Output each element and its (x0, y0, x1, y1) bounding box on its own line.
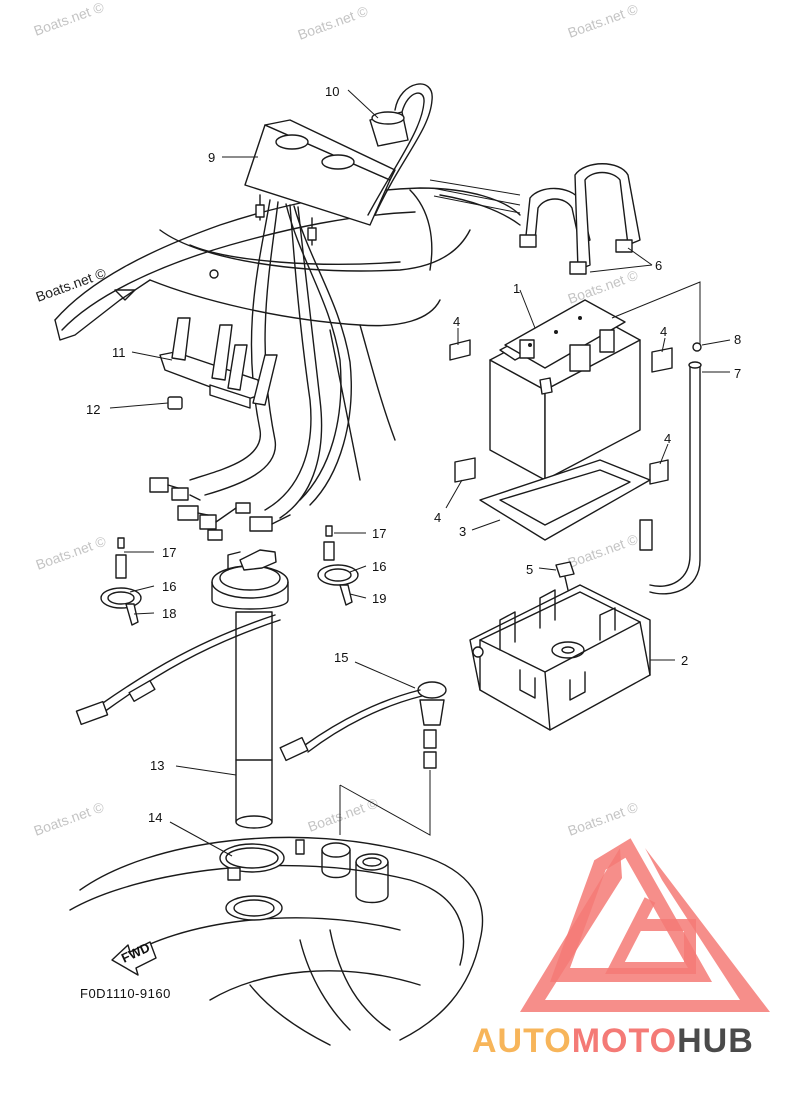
battery-mat (479, 459, 651, 541)
callout-13: 14 (148, 810, 162, 825)
watermark: Boats.net © (296, 2, 371, 42)
callout-4: 4 (453, 314, 460, 329)
deck-outline (54, 179, 521, 481)
brand-auto: AUTO (472, 1022, 572, 1060)
watermark: Boats.net © (566, 530, 641, 570)
callout-17: 17 (162, 545, 176, 560)
svg-text:AUTOMOTOHUB: AUTOMOTOHUB (472, 1022, 754, 1060)
callout-8: 8 (734, 332, 741, 347)
automotohub-logo: AUTOMOTOHUB (472, 838, 770, 1060)
callout-12: 13 (150, 758, 164, 773)
band-clamp (219, 843, 285, 873)
clamp-right (317, 525, 359, 606)
watermark: Boats.net © (306, 794, 381, 834)
sensor (279, 681, 447, 836)
leader-lines (109, 89, 731, 857)
callout-7: 7 (734, 366, 741, 381)
clamp-left (100, 537, 142, 626)
fuel-sender (75, 549, 289, 829)
watermark: Boats.net © (566, 798, 641, 838)
watermark: Boats.net © (34, 532, 109, 572)
callout-11: 12 (86, 402, 100, 417)
callout-18: 18 (162, 606, 176, 621)
battery-pads (449, 339, 673, 485)
callout-1: 1 (513, 281, 520, 296)
watermark: Boats.net © (32, 798, 107, 838)
battery (489, 299, 641, 481)
callout-9: 9 (208, 150, 215, 165)
bolt-hole (209, 269, 219, 279)
callouts: 10 9 11 12 1 4 4 4 4 3 5 2 6 7 8 17 16 1… (86, 84, 741, 825)
brand-moto: MOTO (572, 1022, 677, 1060)
diagram-code: F0D1110-9160 (80, 986, 171, 1001)
mounting-bracket (159, 317, 278, 410)
fwd-arrow-icon: FWD (111, 940, 157, 976)
electrical-box (149, 119, 396, 541)
vent-cap (692, 342, 702, 352)
connector (149, 477, 169, 493)
callout-19: 19 (372, 591, 386, 606)
callout-16: 16 (372, 559, 386, 574)
callout-17: 17 (372, 526, 386, 541)
callout-4: 4 (434, 510, 441, 525)
callout-16: 16 (162, 579, 176, 594)
callout-10: 11 (112, 345, 126, 360)
sensor-connector (279, 736, 309, 762)
hull-bottom (69, 836, 484, 1046)
callout-3: 3 (459, 524, 466, 539)
watermark: Boats.net © (32, 0, 107, 39)
vent-tube (611, 281, 702, 595)
battery-straps (519, 163, 641, 275)
callout-4: 4 (664, 431, 671, 446)
battery-box (469, 584, 651, 731)
callout-5: 5 (526, 562, 533, 577)
watermark: Boats.net © (566, 0, 641, 40)
callout-2: 2 (681, 653, 688, 668)
clip (167, 396, 183, 410)
sender-connector (75, 700, 109, 726)
callout-4: 4 (660, 324, 667, 339)
callout-14: 10 (325, 84, 339, 99)
callout-6: 6 (655, 258, 662, 273)
wire-grommet (367, 83, 433, 216)
callout-15: 15 (334, 650, 348, 665)
watermark: Boats.net © (34, 264, 109, 304)
brand-hub: HUB (677, 1022, 754, 1060)
